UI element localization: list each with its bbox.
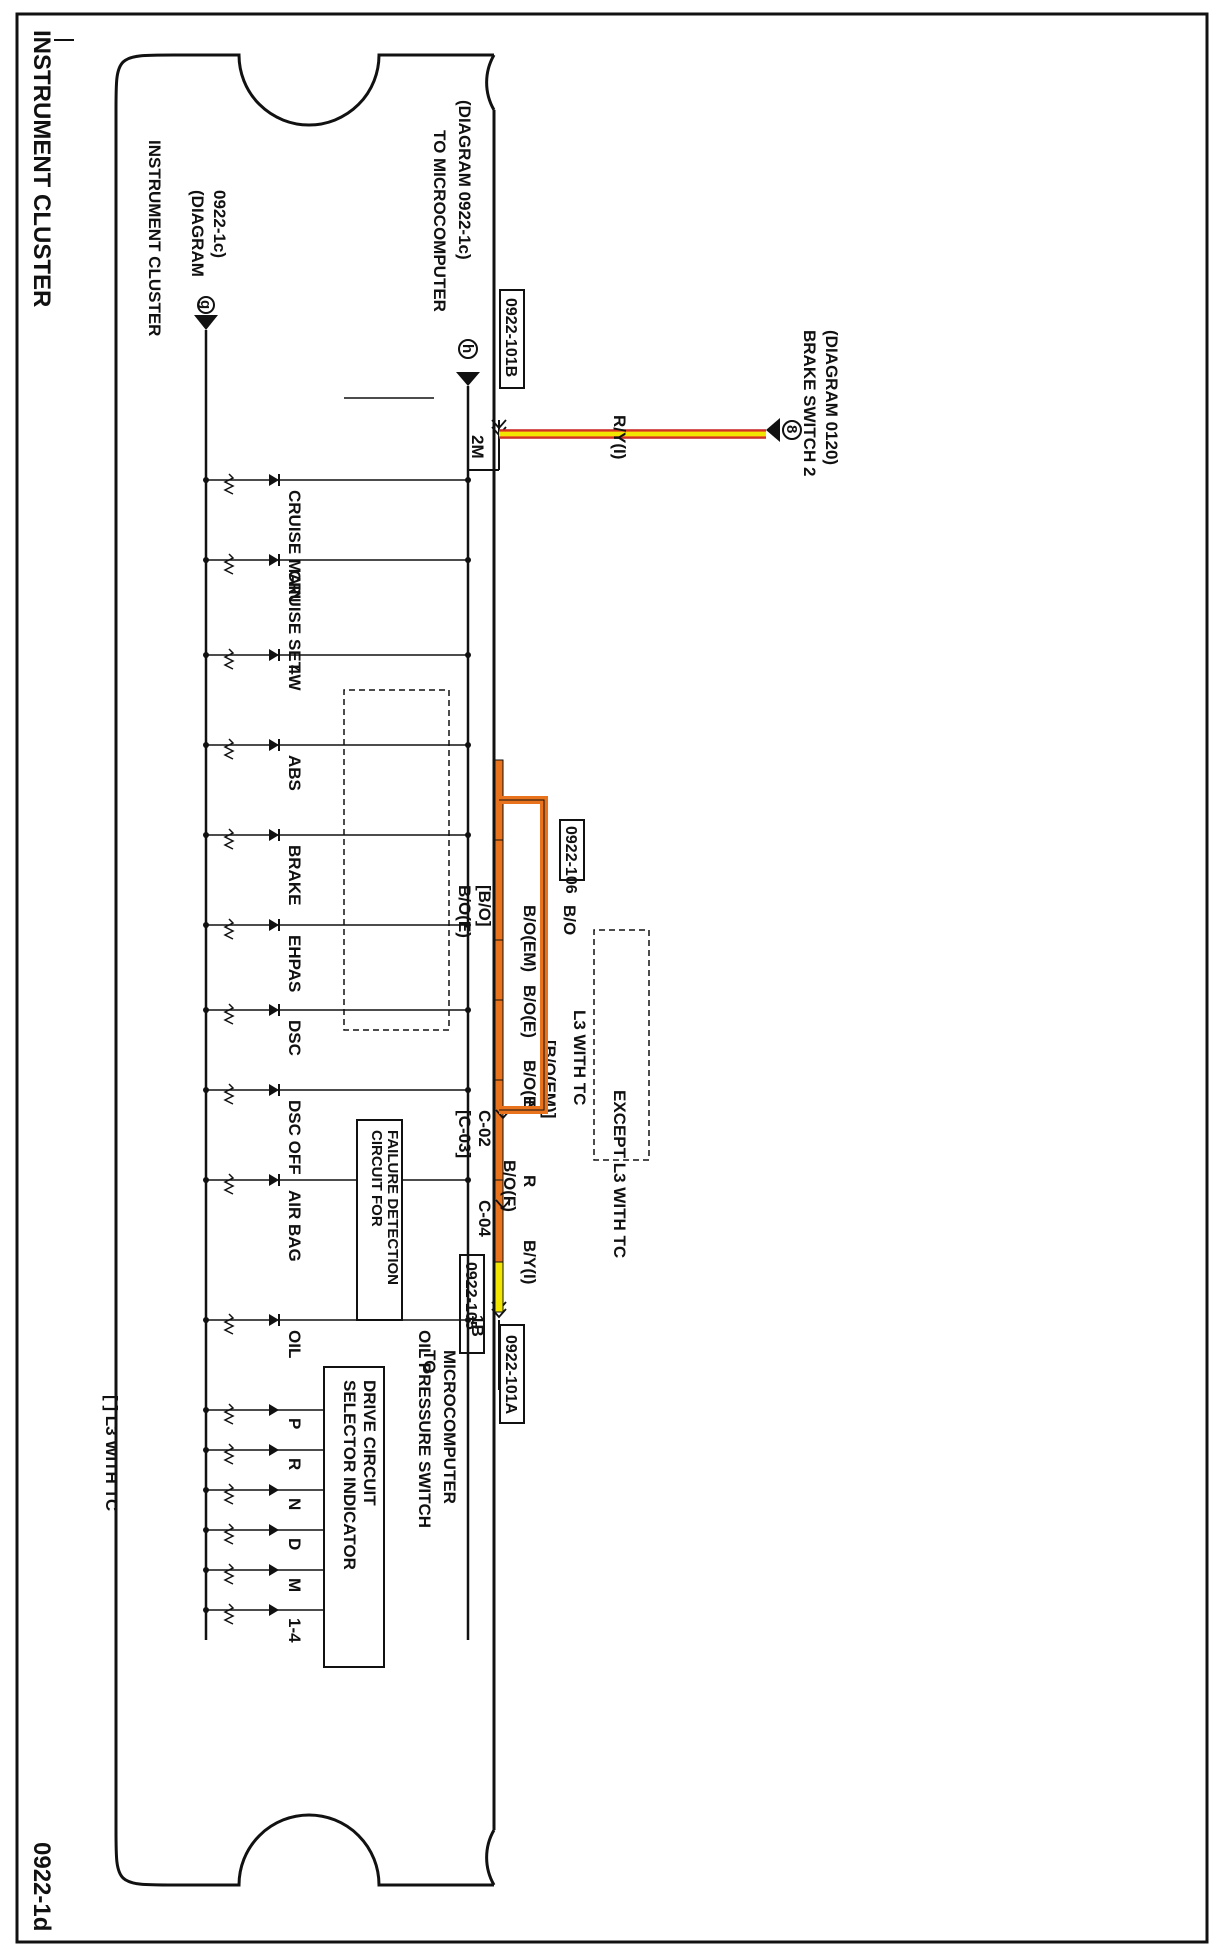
pin-2m: 2M xyxy=(468,435,487,459)
wire-boe2: B/O(E) xyxy=(520,985,539,1038)
l3-with-tc-box xyxy=(343,689,450,1031)
oil-switch-label: OIL PRESSURE SWITCH xyxy=(415,1330,434,1528)
brake-ref-marker xyxy=(782,420,802,440)
failure-box-line1: CIRCUIT FOR xyxy=(368,1130,385,1227)
ref-g-letter: g xyxy=(197,300,214,309)
indicator-label: ABS xyxy=(285,755,304,791)
indicator-label: DSC xyxy=(285,1020,304,1056)
wire-boe1: B/O(E) xyxy=(520,1060,539,1113)
brake-ref-number: 8 xyxy=(783,425,800,433)
wire-c04: C-04 xyxy=(475,1200,494,1237)
page-frame xyxy=(15,12,1209,1944)
selector-label: N xyxy=(285,1498,304,1510)
brake-switch-line1: BRAKE SWITCH 2 xyxy=(800,330,819,476)
indicator-cruise-set: CRUISE SET xyxy=(203,553,471,673)
pin-1b: 1B xyxy=(468,1315,487,1337)
ref-g-marker xyxy=(197,296,215,314)
indicator-label: AIR BAG xyxy=(285,1190,304,1262)
failure-box-line2: FAILURE DETECTION xyxy=(384,1130,401,1285)
box-except-label: EXCEPT L3 WITH TC xyxy=(610,1090,629,1258)
ref-h-line2: (DIAGRAM 0922-1c) xyxy=(455,100,474,260)
wire-bo-bracket: [B/O] xyxy=(475,885,494,927)
connector-101b: 0922-101B xyxy=(502,298,519,377)
connector-106-box xyxy=(559,819,585,881)
c04-icon xyxy=(495,1199,511,1210)
indicator-air-bag: AIR BAG xyxy=(203,1173,471,1262)
legend-note: [ ] L3 WITH TC xyxy=(102,1395,121,1511)
selector-r: R xyxy=(203,1443,324,1470)
indicator-label: CRUISE SET xyxy=(285,570,304,673)
selector-label: P xyxy=(285,1418,304,1429)
box-l3-label: L3 WITH TC xyxy=(570,1010,589,1105)
selector-label: M xyxy=(285,1578,304,1592)
indicator-dsc-off: DSC OFF xyxy=(203,1083,471,1175)
except-l3-box xyxy=(593,929,650,1161)
indicator-oil: OIL xyxy=(203,1313,471,1358)
wire-bof: B/O(F) xyxy=(500,1160,519,1212)
indicator-label: BRAKE xyxy=(285,845,304,905)
wire-boe3: B/O(E) xyxy=(455,885,474,938)
indicator-4w: 4W xyxy=(203,648,471,691)
to-micro-line1: TO xyxy=(420,1350,439,1373)
brake-arrow-icon xyxy=(766,418,780,442)
indicator-dsc: DSC xyxy=(203,1003,471,1056)
selector-p: P xyxy=(203,1403,324,1429)
wire-c03: [C-03] xyxy=(455,1110,474,1158)
by-wire xyxy=(494,1261,504,1313)
selector-label: R xyxy=(285,1458,304,1470)
selector-m: M xyxy=(203,1563,324,1592)
ref-h-arrow-icon xyxy=(456,372,480,386)
ref-h-letter: h xyxy=(459,344,476,353)
selector-group: P R N D M 1-4 xyxy=(203,1403,324,1643)
indicator-label: DSC OFF xyxy=(285,1100,304,1175)
wire-c02: C-02 xyxy=(475,1110,494,1147)
connector-105-box xyxy=(459,1254,485,1354)
wire-by: B/Y(I) xyxy=(520,1240,539,1284)
selector-d: D xyxy=(203,1523,324,1550)
selector-box-line2: DRIVE CIRCUIT xyxy=(360,1380,379,1506)
connector-101b-box xyxy=(499,289,525,389)
indicator-ehpas: EHPAS xyxy=(203,918,471,992)
wire-bo: B/O xyxy=(560,905,579,935)
connector-106: 0922-106 xyxy=(562,826,579,894)
selector-label: D xyxy=(285,1538,304,1550)
selector-1-4: 1-4 xyxy=(203,1603,324,1643)
ref-h-marker xyxy=(458,339,478,359)
ref-g-line2: 0922-1c) xyxy=(210,190,229,258)
indicator-abs: ABS xyxy=(203,738,471,791)
brake-switch-line2: (DIAGRAM 0120) xyxy=(822,330,841,465)
selector-n: N xyxy=(203,1483,324,1510)
page-title: INSTRUMENT CLUSTER xyxy=(28,30,55,307)
ref-h-line1: TO MICROCOMPUTER xyxy=(430,130,449,312)
selector-drive-box xyxy=(323,1366,385,1668)
indicator-cruise-main: CRUISE MAIN xyxy=(203,473,471,602)
ref-g-arrow-icon xyxy=(194,315,218,330)
wire-r: R xyxy=(520,1175,539,1187)
indicator-label: EHPAS xyxy=(285,935,304,992)
ref-g-line1: (DIAGRAM xyxy=(188,190,207,277)
selector-box-line1: SELECTOR INDICATOR xyxy=(340,1380,359,1570)
brake-wire-label: R/Y(I) xyxy=(610,415,629,459)
wire-boem: B/O(EM) xyxy=(520,905,539,972)
indicator-label: OIL xyxy=(285,1330,304,1358)
cluster-label: INSTRUMENT CLUSTER xyxy=(145,140,164,336)
failure-detection-box xyxy=(356,1119,403,1321)
page-id: 0922-1d xyxy=(28,1842,55,1931)
selector-label: 1-4 xyxy=(285,1618,304,1643)
indicator-brake: BRAKE xyxy=(203,828,471,905)
indicator-label: CRUISE MAIN xyxy=(285,490,304,602)
indicator-label: 4W xyxy=(285,665,304,691)
to-micro-line2: MICROCOMPUTER xyxy=(440,1350,459,1504)
connector-105: 0922-105 xyxy=(462,1262,479,1330)
connector-101a: 0922-101A xyxy=(502,1335,519,1415)
